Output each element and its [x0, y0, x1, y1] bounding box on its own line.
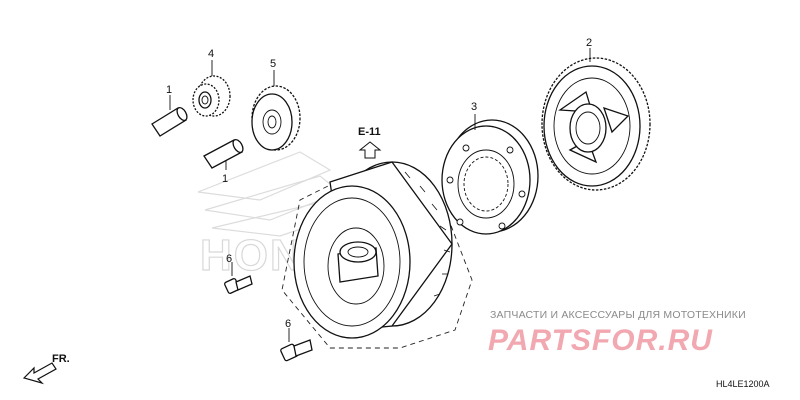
dowel-pin-lower[interactable]	[203, 138, 245, 169]
callout-bolt-b: 6	[285, 318, 291, 330]
reference-arrow-icon	[358, 141, 382, 159]
watermark-logo: PARTSFOR.RU	[488, 324, 713, 357]
callout-idle-gear-b: 5	[270, 58, 276, 70]
callout-starter-clutch-outer: 3	[471, 101, 477, 113]
callout-pin-a: 1	[166, 84, 172, 96]
flange-bolt-upper[interactable]	[224, 275, 253, 294]
idle-gear-small[interactable]	[192, 75, 231, 117]
starter-driven-gear[interactable]	[541, 57, 651, 191]
callout-idle-gear-a: 4	[208, 48, 214, 60]
watermark-caption: ЗАПЧАСТИ И АКСЕССУАРЫ ДЛЯ МОТОТЕХНИКИ	[490, 309, 746, 321]
reference-label: E-11	[358, 126, 381, 138]
diagram-code: HL4LE1200A	[716, 379, 770, 389]
starter-clutch-outer[interactable]	[441, 119, 539, 235]
flange-bolt-lower[interactable]	[280, 339, 313, 362]
callout-starter-driven-gear: 2	[586, 37, 592, 49]
idle-gear-large[interactable]	[251, 85, 301, 151]
flywheel-rotor[interactable]	[293, 161, 453, 339]
callout-pin-b: 1	[222, 173, 228, 185]
front-arrow-icon	[22, 362, 57, 385]
front-label: FR.	[52, 353, 70, 365]
front-direction-indicator: FR.	[22, 353, 70, 385]
callout-bolt-a: 6	[226, 253, 232, 265]
dowel-pin-upper[interactable]	[151, 106, 189, 137]
